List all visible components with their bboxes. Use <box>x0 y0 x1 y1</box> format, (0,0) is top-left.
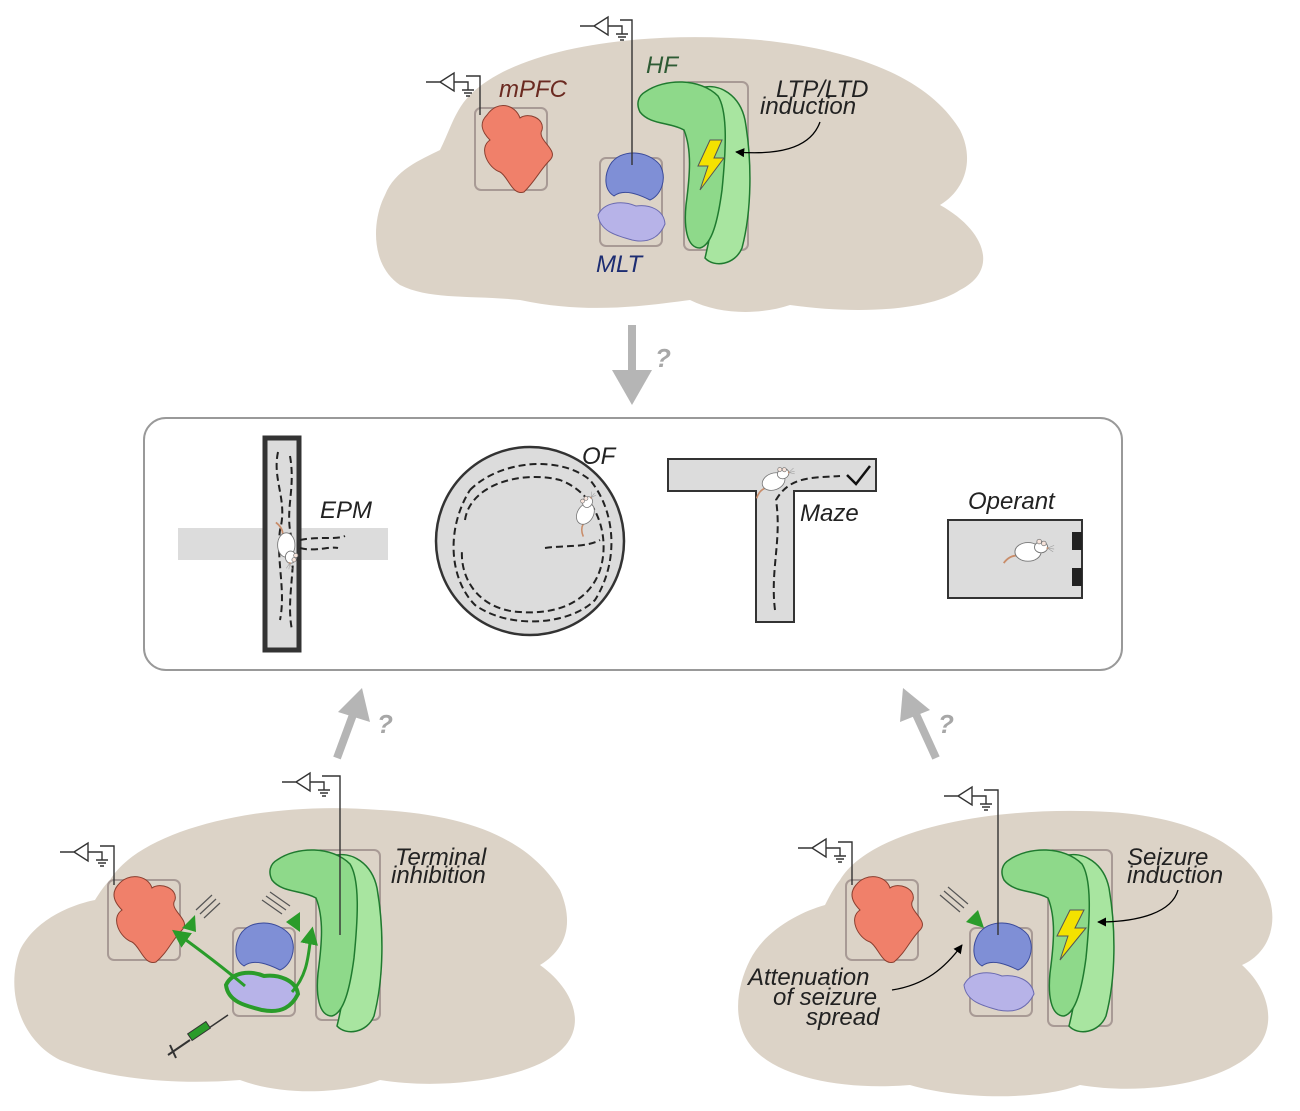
bl-opto-cone-hf <box>286 912 300 932</box>
top-ltp-label-line1: LTP/LTD <box>776 76 868 103</box>
top-mlt-label: MLT <box>596 251 645 278</box>
top-gray-arrow: ? <box>612 325 671 405</box>
top-hf-inner-region <box>637 81 726 249</box>
bl-terminal-label-line1: Terminal <box>395 844 487 871</box>
of-label: OF <box>582 443 617 470</box>
of-apparatus <box>434 445 626 637</box>
epm-label: EPM <box>320 497 372 524</box>
top-ltp-label-line2: induction <box>760 93 856 120</box>
br-seizure-arrow <box>1097 889 1179 927</box>
bl-terminal-label-line2: inhibition <box>391 862 486 889</box>
bl-mlt-blue-region <box>235 922 294 971</box>
top-hf-label: HF <box>646 52 679 79</box>
br-attenuation-label-line2: of seizure <box>773 984 877 1011</box>
maze-apparatus <box>667 458 877 623</box>
br-attenuation-label-line1: Attenuation <box>746 964 869 991</box>
epm-apparatus <box>178 435 388 653</box>
bl-hf-inner-region <box>269 849 358 1017</box>
top-question-mark: ? <box>655 343 671 373</box>
right-gray-arrow: ? <box>900 688 954 760</box>
br-hf-inner-region <box>1001 849 1090 1017</box>
top-mpfc-label: mPFC <box>499 76 568 103</box>
br-mlt-lavender-region <box>963 972 1035 1012</box>
top-lightning-icon <box>697 139 725 191</box>
bl-syringe-icon <box>167 1014 229 1059</box>
behavior-panel-frame <box>143 417 1123 671</box>
bl-opto-cone-mpfc <box>182 915 196 932</box>
operant-label: Operant <box>968 488 1056 515</box>
bl-mlt-lavender-region <box>223 970 301 1013</box>
maze-check-icon <box>846 465 871 486</box>
top-brain-panel: mPFC MLT HF LTP/LTD induction <box>375 16 984 312</box>
top-brain-silhouette <box>375 37 984 312</box>
left-question-mark: ? <box>377 709 393 739</box>
top-ltp-arrow <box>735 121 821 158</box>
left-gray-arrow: ? <box>333 688 393 760</box>
operant-apparatus <box>947 519 1083 599</box>
bl-projection-to-mpfc <box>172 929 246 988</box>
bl-mpfc-region <box>113 876 185 963</box>
br-mlt-blue-region <box>973 922 1032 971</box>
top-mpfc-region <box>481 105 553 193</box>
top-mpfc-wire <box>466 75 481 115</box>
bottom-left-brain-panel: Terminal inhibition <box>14 772 575 1092</box>
top-mlt-lavender-region <box>597 202 666 242</box>
bl-projection-to-hf <box>290 926 319 994</box>
br-attenuation-arrow <box>891 944 963 991</box>
maze-label: Maze <box>800 500 859 527</box>
br-seizure-label-line2: induction <box>1127 862 1223 889</box>
br-seizure-label-line1: Seizure <box>1127 844 1208 871</box>
top-mlt-wire <box>620 19 633 165</box>
right-question-mark: ? <box>938 709 954 739</box>
top-mlt-blue-region <box>605 152 664 201</box>
behavior-panel: EPM OF Maze Operant <box>143 417 1123 671</box>
br-opto-cone <box>966 910 984 928</box>
br-attenuation-label-line3: spread <box>806 1004 880 1031</box>
br-lightning-icon <box>1056 909 1088 961</box>
bottom-right-brain-panel: Seizure induction Attenuation of seizure… <box>738 786 1273 1097</box>
br-mpfc-region <box>851 876 923 963</box>
